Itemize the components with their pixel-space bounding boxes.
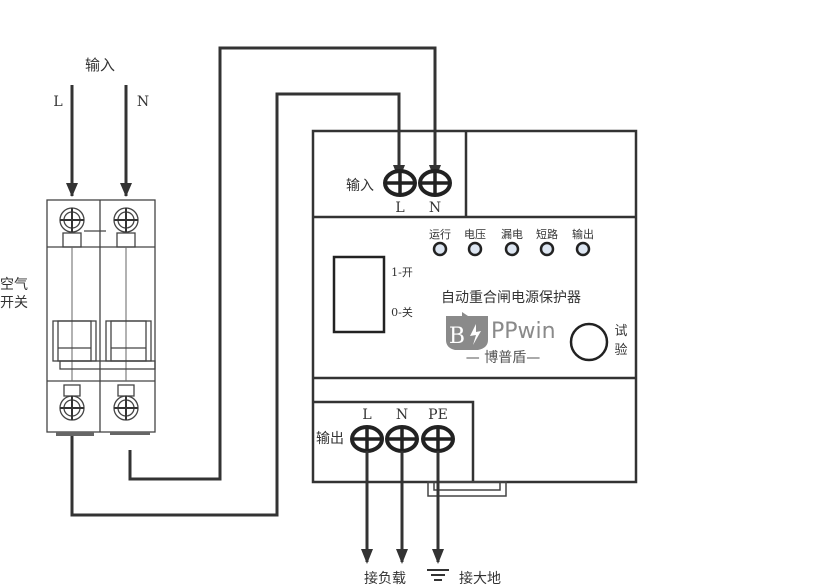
indicator-led-icon: [575, 241, 591, 257]
switch-off-label: 0-关: [391, 305, 413, 319]
logo-text: PPwin: [491, 319, 556, 344]
breaker-top-terminal-n: [113, 207, 139, 248]
input-neutral-arrow: [120, 85, 132, 197]
output-terminal-l: [350, 425, 384, 453]
breaker-label-2: 开关: [0, 295, 28, 311]
output-n-label: N: [396, 407, 408, 423]
device-input-label: 输入: [346, 178, 374, 194]
indicator-led-icon: [432, 241, 448, 257]
load-label: 接负载: [364, 570, 406, 587]
output-wire-pe: [432, 451, 444, 564]
logo-shield-icon: [446, 312, 488, 350]
indicator-led-icon: [467, 241, 483, 257]
output-wire-n: [396, 451, 408, 564]
input-label: 输入: [85, 56, 115, 74]
brand-logo: B PPwin: [446, 312, 556, 350]
logo-letter-b: B: [449, 324, 465, 349]
switch-on-label: 1-开: [391, 266, 413, 279]
indicator-led-icon: [504, 241, 520, 257]
output-terminal-pe: [421, 425, 455, 453]
output-pe-label: PE: [428, 407, 448, 423]
breaker-toggle-n: [105, 320, 152, 362]
device-input-terminal-n: [418, 169, 452, 197]
breaker-top-terminal-l: [59, 207, 85, 248]
input-line-arrow: [66, 85, 78, 197]
breaker-toggle-l: [52, 320, 97, 362]
indicator-label: 运行: [429, 228, 451, 241]
device-input-n-label: N: [429, 200, 441, 216]
output-wire-l: [361, 451, 373, 564]
breaker-label-1: 空气: [0, 277, 28, 293]
circuit-breaker: [46, 199, 156, 436]
brand-chinese: — 博普盾—: [466, 349, 540, 366]
line-label: L: [53, 94, 62, 110]
wire-neutral-to-device: [128, 46, 437, 481]
breaker-bottom-terminal-n: [113, 384, 139, 421]
ground-label: 接大地: [459, 570, 501, 587]
ground-icon: [427, 569, 449, 581]
indicator-label: 输出: [572, 227, 594, 241]
test-label-2: 验: [614, 342, 627, 358]
test-button[interactable]: [569, 322, 609, 362]
indicator-label: 短路: [536, 227, 558, 241]
device-output-label: 输出: [316, 431, 344, 447]
device-input-terminal-l: [383, 169, 417, 197]
power-switch[interactable]: [332, 255, 386, 334]
neutral-label: N: [137, 94, 149, 110]
device-input-l-label: L: [395, 200, 404, 216]
test-label-1: 试: [614, 324, 627, 339]
breaker-bottom-terminal-l: [59, 384, 85, 421]
indicator-led-icon: [539, 241, 555, 257]
product-name: 自动重合闸电源保护器: [441, 290, 581, 306]
indicator-label: 漏电: [501, 228, 523, 241]
indicator-panel: 运行电压 漏电短路输出: [429, 227, 594, 257]
output-l-label: L: [362, 407, 371, 423]
output-terminal-n: [385, 425, 419, 453]
protector-device: [311, 129, 638, 497]
wire-line-to-device: [70, 92, 401, 517]
lightning-icon: [470, 324, 481, 345]
indicator-label: 电压: [464, 228, 486, 241]
